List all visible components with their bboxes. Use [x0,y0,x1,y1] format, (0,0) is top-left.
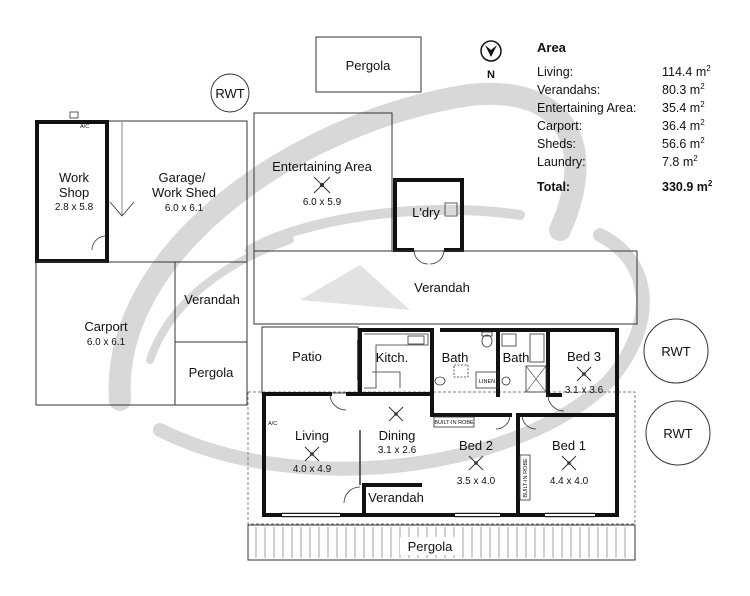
pergola-bottom-label-bg [400,537,460,555]
verandah-main-label: Verandah [414,280,470,295]
bed1-door [521,414,537,430]
carport-dims: 6.0 x 6.1 [87,337,126,348]
area-total-label: Total: [537,180,570,194]
area-total-value: 330.9 m2 [662,179,713,194]
bed2-label: Bed 2 [459,438,493,453]
kitchen-benches [364,333,429,389]
ceiling-fan-icon [388,406,404,422]
pergola-top [315,36,422,93]
pergola-left-label: Pergola [189,365,235,380]
garage-label-2: Work Shed [152,185,216,200]
rwt-top-label: RWT [215,86,244,101]
entry-door [343,486,361,504]
verandah-main [253,250,638,325]
rwt-right-1 [643,318,709,384]
work-shop-label-1: Work [59,170,90,185]
built-in-robe-1-label: BUILT-IN ROBE [434,420,474,426]
living-dims: 4.0 x 4.9 [293,464,332,475]
ceiling-fan-icon [313,176,331,194]
work-shop-dims: 2.8 x 5.8 [55,202,94,213]
bed3-dims: 3.1 x 3.6 [565,385,604,396]
built-in-robe-1 [433,416,475,428]
rwt-right-1-label: RWT [661,344,690,359]
area-row-label: Verandahs: [537,83,600,97]
house-eave-line [247,391,636,525]
laundry-door-gap [414,247,444,253]
dining-label: Dining [379,428,416,443]
rwt-top [210,73,250,113]
bath1-fixtures [434,331,493,386]
area-row-value: 7.8 m2 [662,154,698,169]
south-window-frames [282,512,595,518]
bath2-fixtures [501,333,545,386]
pergola-bottom-label: Pergola [408,539,454,554]
living-label: Living [295,428,329,443]
area-row-label: Carport: [537,119,582,133]
shower-line-2 [525,365,547,393]
garage-label-1: Garage/ [159,170,206,185]
rwt-right-2 [645,400,711,466]
patio-label: Patio [292,349,322,364]
laundry-tub-icon [444,202,458,217]
kitchen-label: Kitch. [376,350,409,365]
rwt-right-2-label: RWT [663,426,692,441]
north-arrow-icon [480,40,502,62]
area-row-label: Living: [537,65,573,79]
ceiling-fan-icon [576,366,592,382]
bed2-dims: 3.5 x 4.0 [457,476,496,487]
living-door [329,393,347,411]
bed2-door [495,414,511,430]
entertaining-label: Entertaining Area [272,159,373,174]
entertaining-dims: 6.0 x 5.9 [303,197,342,208]
verandah-small-label: Verandah [368,490,424,505]
area-row-label: Entertaining Area: [537,101,636,115]
built-in-robe-2-label: BUILT-IN ROBE [523,458,529,498]
bath2-shower [525,365,547,393]
pergola-slats [255,527,626,558]
pergola-top-label: Pergola [346,58,392,73]
bath2-label: Bath [503,350,530,365]
compass-label: N [487,69,495,81]
linen-cupboard [475,371,499,389]
watermark-logo [108,82,650,476]
garage-dims: 6.0 x 6.1 [165,203,204,214]
ceiling-fan-icon [561,455,577,471]
dining-dims: 3.1 x 2.6 [378,445,417,456]
area-row-label: Sheds: [537,137,576,151]
area-row-value: 114.4 m2 [662,64,711,79]
area-row-value: 56.6 m2 [662,136,705,151]
laundry-door [413,249,445,265]
area-table: Living: 114.4 m2 Verandahs: 80.3 m2 Entertai… [537,64,713,194]
ac-unit-1 [69,111,79,119]
ac-label-2: A/C [268,421,277,427]
verandah-left-label: Verandah [184,292,240,307]
area-row-value: 80.3 m2 [662,82,705,97]
bed1-label: Bed 1 [552,438,586,453]
pergola-bottom [247,524,636,561]
linen-label: LINEN [479,379,495,385]
built-in-robe-2 [519,454,531,501]
ceiling-fan-icon [468,455,484,471]
bed3-label: Bed 3 [567,349,601,364]
area-row-label: Laundry: [537,155,586,169]
area-title: Area [537,40,567,55]
carport-label: Carport [84,319,128,334]
work-shop-label-2: Shop [59,185,89,200]
laundry-label: L'dry [412,205,440,220]
bed3-door [547,394,565,412]
bed1-dims: 4.4 x 4.0 [550,476,589,487]
area-row-value: 35.4 m2 [662,100,705,115]
area-row-value: 36.4 m2 [662,118,705,133]
ac-label-1: A/C [80,124,89,130]
pergola-left [174,341,248,406]
ceiling-fan-icon [304,446,320,462]
work-shop-door [91,235,107,251]
bath1-label: Bath [442,350,469,365]
